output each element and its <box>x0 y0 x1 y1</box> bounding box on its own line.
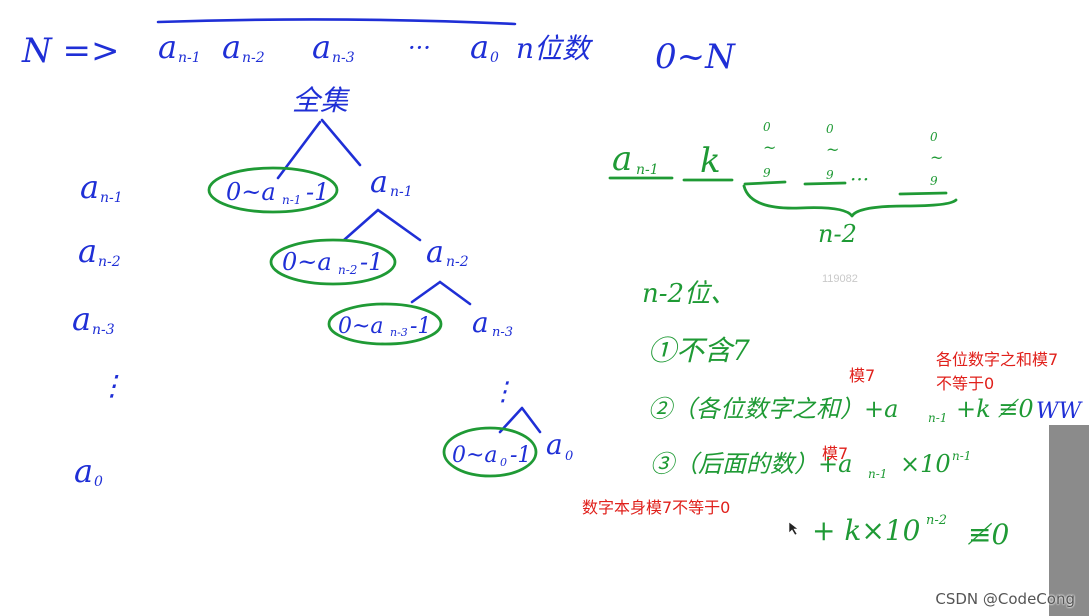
note-self-mod7: 数字本身模7不等于0 <box>582 498 731 517</box>
svg-text:0: 0 <box>94 474 103 490</box>
node-3-right: a <box>472 306 489 339</box>
note-sum-line-2: 不等于0 <box>936 374 995 393</box>
node-1-sub: n-1 <box>282 193 301 207</box>
panel-step-3-exp: n-1 <box>952 449 971 463</box>
tree-branches-1 <box>342 208 422 242</box>
panel-slot-4 <box>803 181 847 186</box>
digit-slot-1: 0 ~ 9 <box>763 120 776 180</box>
svg-text:n-3: n-3 <box>92 322 115 338</box>
panel-brace <box>742 184 958 218</box>
tree-vdots: ⋮ <box>490 377 516 407</box>
node-2-sub: n-2 <box>338 263 357 277</box>
left-label-an3: a n-3 <box>72 300 115 338</box>
header-range: 0~N <box>655 37 736 77</box>
panel-k: k <box>700 141 721 181</box>
panel-slot-5 <box>898 191 948 196</box>
svg-text:9: 9 <box>930 174 938 188</box>
left-vdots: ⋮ <box>98 369 126 402</box>
node-1-right-sub: n-1 <box>390 184 413 200</box>
gray-number: 119082 <box>822 273 858 285</box>
panel-step-1: ①不含7 <box>648 334 750 367</box>
header-digit-3-sub: n-3 <box>332 50 355 66</box>
panel-top-a: a <box>612 139 632 179</box>
svg-text:a: a <box>72 300 91 338</box>
header-digit-1-sub: n-1 <box>178 50 201 66</box>
panel-brace-label: n-2 <box>818 220 857 248</box>
node-2-right: a <box>426 235 444 270</box>
svg-text:0: 0 <box>763 120 771 134</box>
node-1-right: a <box>370 165 388 200</box>
svg-text:a: a <box>80 168 99 206</box>
svg-text:9: 9 <box>826 168 834 182</box>
tree-branches-2 <box>410 280 472 306</box>
node-2-range: 0~a <box>282 248 332 276</box>
left-label-an1: a n-1 <box>80 168 123 206</box>
circle-node-4 <box>442 426 538 478</box>
tree-root-label: 全集 <box>292 84 350 117</box>
note-sum-line-1: 各位数字之和模7 <box>936 350 1059 369</box>
node-3-range: 0~a <box>338 314 384 339</box>
cursor-icon <box>788 521 799 536</box>
header-digit-3: a <box>312 28 331 66</box>
svg-text:a: a <box>74 452 93 490</box>
note-mod7-b: 模7 <box>822 444 849 463</box>
panel-step-3-sub: n-1 <box>868 467 887 481</box>
node-4-right-sub: 0 <box>565 449 573 464</box>
panel-step-3-line-2-tail: ≢0 <box>967 518 1009 551</box>
panel-dots: ··· <box>850 167 869 191</box>
circle-node-2 <box>269 238 397 286</box>
node-2-tail: -1 <box>360 248 383 276</box>
panel-line-1: n-2位、 <box>642 279 736 309</box>
node-4-range: 0~a <box>452 443 498 468</box>
panel-step-2-tail: +k ≢0 <box>956 395 1034 423</box>
side-panel <box>1049 425 1089 616</box>
node-4-sub: 0 <box>500 456 507 469</box>
node-2-right-sub: n-2 <box>446 254 469 270</box>
node-3-tail: -1 <box>410 314 431 339</box>
panel-step-3: ③（后面的数）+a <box>650 450 852 478</box>
header-a0-sub: 0 <box>490 50 499 66</box>
watermark: CSDN @CodeCong <box>935 590 1075 608</box>
circle-node-3 <box>327 302 443 346</box>
svg-text:~: ~ <box>826 140 839 159</box>
node-1-range: 0~a <box>226 178 276 206</box>
panel-step-3-line-2: + k×10 <box>812 514 920 547</box>
header-digit-1: a <box>158 28 177 66</box>
header-digit-2: a <box>222 28 241 66</box>
svg-text:9: 9 <box>763 166 771 180</box>
svg-text:0: 0 <box>930 130 938 144</box>
left-label-an2: a n-2 <box>78 232 121 270</box>
left-label-a0: a 0 <box>74 452 103 490</box>
header-a0: a <box>470 28 489 66</box>
panel-step-3-mid: ×10 <box>900 450 951 478</box>
node-4-tail: -1 <box>510 443 531 468</box>
svg-text:~: ~ <box>763 138 776 157</box>
note-mod7-a: 模7 <box>849 366 876 385</box>
header-n-digit-label: n位数 <box>516 32 594 65</box>
node-1-tail: -1 <box>306 178 329 206</box>
header-digit-2-sub: n-2 <box>242 50 265 66</box>
node-3-sub: n-3 <box>390 326 408 339</box>
panel-step-3-line-2-exp: n-2 <box>926 513 947 528</box>
header-n-arrow: N => <box>21 31 120 71</box>
panel-slot-3 <box>743 180 787 186</box>
digit-slot-3: 0 ~ 9 <box>930 130 943 188</box>
svg-text:n-2: n-2 <box>98 254 121 270</box>
header-overline <box>156 18 517 26</box>
panel-step-2: ②（各位数字之和）+a <box>648 395 898 423</box>
clipped-text: WW <box>1036 399 1084 424</box>
digit-slot-2: 0 ~ 9 <box>826 122 839 182</box>
node-3-right-sub: n-3 <box>492 325 513 340</box>
svg-text:0: 0 <box>826 122 834 136</box>
node-4-right: a <box>546 428 563 461</box>
circle-node-1 <box>207 166 339 214</box>
svg-text:a: a <box>78 232 97 270</box>
svg-text:n-1: n-1 <box>100 190 123 206</box>
panel-step-2-sub: n-1 <box>928 411 947 425</box>
svg-text:~: ~ <box>930 148 943 167</box>
panel-top-a-sub: n-1 <box>636 162 659 178</box>
header-ellipsis: ··· <box>408 34 431 62</box>
